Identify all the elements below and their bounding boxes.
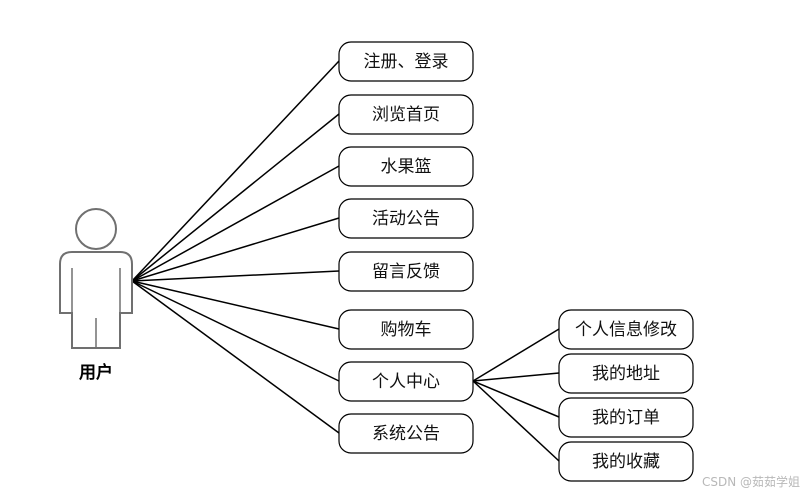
use-case-box	[338, 41, 474, 82]
personal-center-to-sub-line-2	[472, 380, 560, 418]
actor-to-use-case-line-7	[131, 280, 340, 434]
use-case-browse-home: 浏览首页	[338, 94, 474, 135]
actor-to-use-case-line-3	[131, 217, 340, 282]
use-case-label: 留言反馈	[372, 262, 440, 282]
sub-use-case-label: 我的订单	[592, 408, 660, 428]
use-case-box	[338, 361, 474, 402]
sub-use-case-box	[558, 309, 694, 350]
sub-use-case-box	[558, 441, 694, 482]
use-case-box	[338, 251, 474, 292]
connector-lines	[131, 60, 560, 462]
actor-to-use-case-line-5	[131, 280, 340, 330]
use-case-box	[338, 413, 474, 454]
use-case-label: 个人中心	[372, 372, 440, 392]
personal-center-to-sub-line-3	[472, 380, 560, 462]
sub-use-case-box	[558, 353, 694, 394]
use-case-label: 活动公告	[372, 209, 440, 229]
use-case-label: 系统公告	[372, 424, 440, 444]
use-case-box	[338, 198, 474, 239]
use-case-label: 注册、登录	[364, 52, 449, 72]
sub-use-case-my-address: 我的地址	[558, 353, 694, 394]
watermark: CSDN @茹茹学姐	[701, 475, 800, 489]
actor-figure: 用户	[59, 208, 133, 383]
sub-use-case-label: 个人信息修改	[575, 320, 677, 340]
sub-use-case-list: 个人信息修改 我的地址 我的订单 我的收藏	[558, 309, 694, 482]
use-case-label: 浏览首页	[372, 105, 440, 125]
use-case-label: 购物车	[381, 320, 432, 340]
personal-center-to-sub-line-1	[472, 372, 560, 382]
use-case-activity-notice: 活动公告	[338, 198, 474, 239]
actor-to-use-case-line-6	[131, 280, 340, 382]
use-case-system-notice: 系统公告	[338, 413, 474, 454]
use-case-shopping-cart: 购物车	[338, 309, 474, 350]
sub-use-case-edit-profile: 个人信息修改	[558, 309, 694, 350]
use-case-personal-center: 个人中心	[338, 361, 474, 402]
actor-to-use-case-line-0	[131, 60, 340, 282]
use-case-box	[338, 94, 474, 135]
sub-use-case-label: 我的收藏	[592, 452, 660, 472]
use-case-box	[338, 309, 474, 350]
actor-label: 用户	[79, 362, 113, 383]
sub-use-case-my-orders: 我的订单	[558, 397, 694, 438]
personal-center-to-sub-line-0	[472, 328, 560, 382]
actor-body	[59, 251, 133, 349]
actor-to-use-case-line-1	[131, 113, 340, 282]
use-case-register-login: 注册、登录	[338, 41, 474, 82]
actor-head	[75, 208, 117, 250]
use-case-box	[338, 146, 474, 187]
actor-to-use-case-line-4	[131, 270, 340, 282]
sub-use-case-label: 我的地址	[592, 364, 660, 384]
use-case-label: 水果篮	[381, 157, 432, 177]
sub-use-case-box	[558, 397, 694, 438]
use-case-feedback: 留言反馈	[338, 251, 474, 292]
sub-use-case-my-favorites: 我的收藏	[558, 441, 694, 482]
use-case-list: 注册、登录 浏览首页 水果篮 活动公告 留言反馈 购物车 个人中心 系统公告	[338, 41, 474, 454]
actor-to-use-case-line-2	[131, 165, 340, 282]
use-case-fruit-basket: 水果篮	[338, 146, 474, 187]
